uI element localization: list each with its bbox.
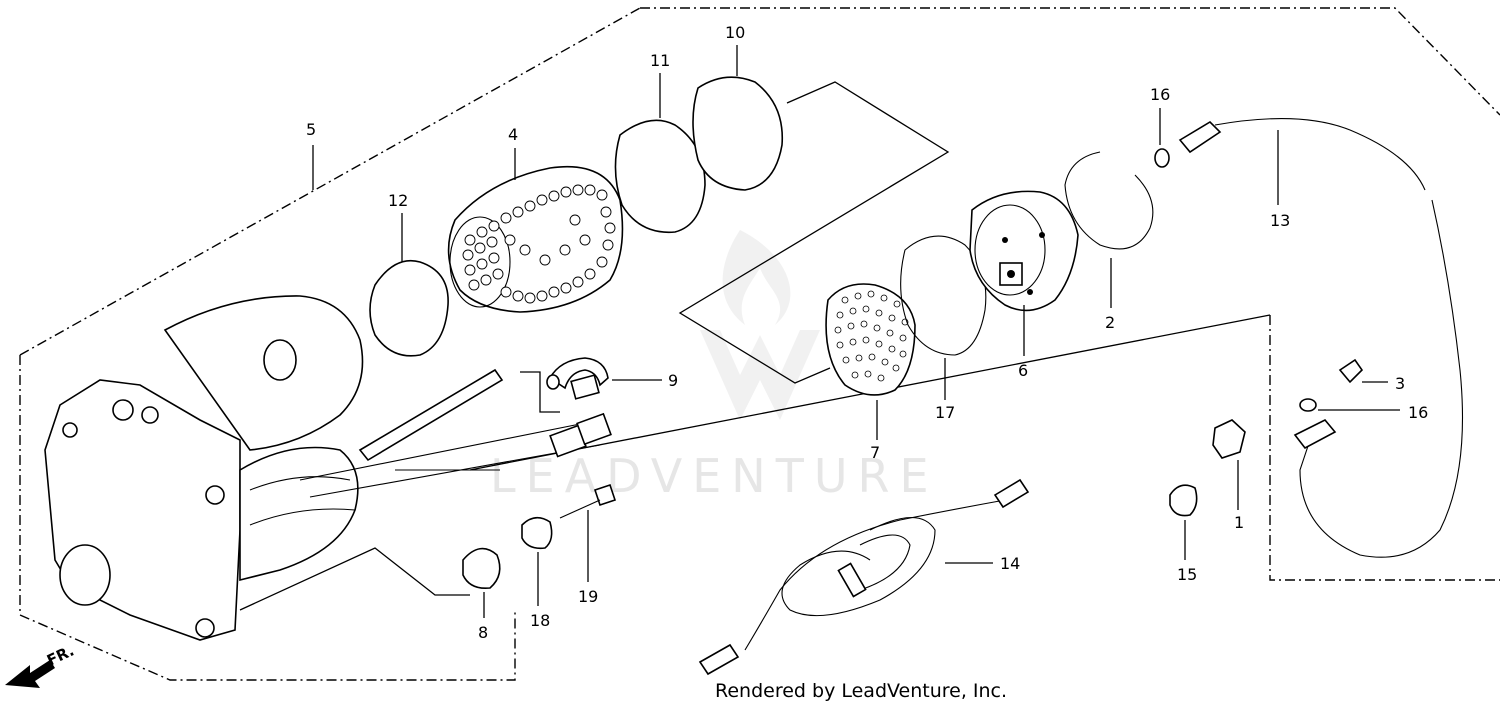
grommet-8 <box>462 547 501 590</box>
front-arrow-icon <box>5 660 55 688</box>
collar-18 <box>521 516 553 550</box>
callout-19: 19 <box>578 587 598 606</box>
callout-12: 12 <box>388 191 408 210</box>
bolt-19 <box>559 483 617 519</box>
callout-8: 8 <box>478 623 488 642</box>
cover-6 <box>969 190 1079 312</box>
harness-connector <box>549 412 612 458</box>
callout-14: 14 <box>1000 554 1020 573</box>
callout-7: 7 <box>870 443 880 462</box>
assembly-boundary <box>19 7 1500 681</box>
washer-16-right <box>1299 398 1317 412</box>
callout-4: 4 <box>508 125 518 144</box>
motor-assembly <box>44 295 601 641</box>
callout-18: 18 <box>530 611 550 630</box>
filter-group-bracket <box>678 81 950 384</box>
filter-element <box>447 165 624 313</box>
callout-6: 6 <box>1018 361 1028 380</box>
element-12 <box>369 260 449 357</box>
callout-10: 10 <box>725 23 745 42</box>
disc-10 <box>692 76 784 191</box>
callout-13: 13 <box>1270 211 1290 230</box>
callout-9: 9 <box>668 371 678 390</box>
watermark-logo <box>700 230 820 420</box>
tube-13 <box>1178 118 1464 558</box>
fitting-3 <box>1338 358 1364 384</box>
front-arrow-label: FR. <box>44 642 77 670</box>
clip-1 <box>1212 419 1246 459</box>
callout-15: 15 <box>1177 565 1197 584</box>
disc-11 <box>614 119 706 234</box>
cable-boundary <box>1269 315 1500 581</box>
callout-2: 2 <box>1105 313 1115 332</box>
mount-group-bracket <box>239 547 470 611</box>
screen-7 <box>825 283 916 396</box>
snap-ring-2 <box>1064 151 1154 250</box>
callout-5: 5 <box>306 120 316 139</box>
callout-1: 1 <box>1234 513 1244 532</box>
hose <box>546 357 609 400</box>
callout-16-right: 16 <box>1408 403 1428 422</box>
credit-text: Rendered by LeadVenture, Inc. <box>715 680 1008 702</box>
callout-11: 11 <box>650 51 670 70</box>
callout-16-top: 16 <box>1150 85 1170 104</box>
grommet-15 <box>1169 484 1198 517</box>
rod <box>358 368 504 462</box>
watermark-text: LEADVENTURE <box>490 449 939 503</box>
callout-17: 17 <box>935 403 955 422</box>
hose-bracket <box>520 371 560 413</box>
callout-3: 3 <box>1395 374 1405 393</box>
washer-16-top <box>1154 148 1170 168</box>
cable-14 <box>698 478 1030 676</box>
o-ring-17 <box>900 235 987 356</box>
